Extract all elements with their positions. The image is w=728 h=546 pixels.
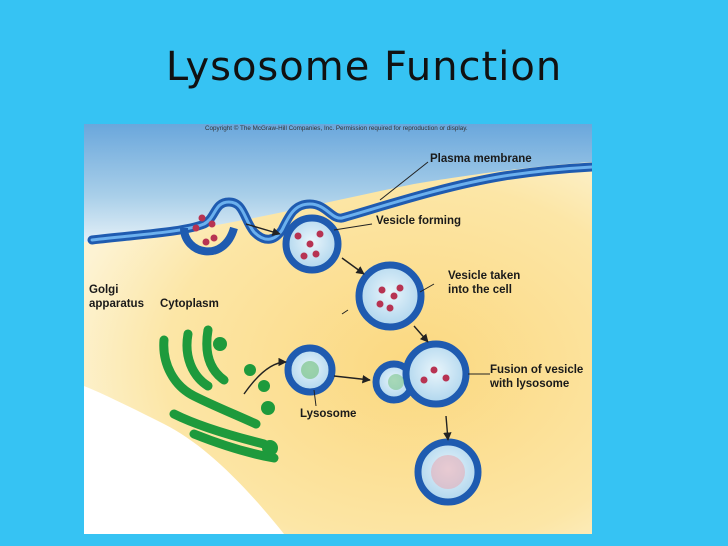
particles (192, 214, 450, 384)
slide-title: Lysosome Function (165, 44, 563, 90)
lysosome-diagram: Copyright © The McGraw-Hill Companies, I… (84, 124, 592, 534)
label-cytoplasm: Cytoplasm (160, 298, 219, 310)
label-fusion-2: with lysosome (490, 378, 570, 390)
golgi-apparatus (159, 325, 279, 463)
fusing-vesicle (402, 340, 470, 408)
copyright-notice: Copyright © The McGraw-Hill Companies, I… (205, 125, 468, 132)
membrane-dip (180, 226, 238, 256)
label-vesicle-forming: Vesicle forming (376, 215, 462, 227)
label-plasma-membrane: Plasma membrane (430, 153, 532, 165)
label-lysosome: Lysosome (300, 408, 357, 420)
label-golgi-1: Golgi (89, 284, 119, 296)
process-arrows (243, 223, 452, 441)
label-golgi-2: apparatus (89, 298, 144, 310)
diagram-artwork (84, 124, 592, 534)
label-vesicle-taken-1: Vesicle taken (448, 270, 521, 282)
label-vesicle-taken-2: into the cell (448, 284, 512, 296)
leader-lines (313, 161, 490, 407)
internalized-vesicle (355, 261, 425, 331)
label-fusion-1: Fusion of vesicle (490, 364, 584, 376)
